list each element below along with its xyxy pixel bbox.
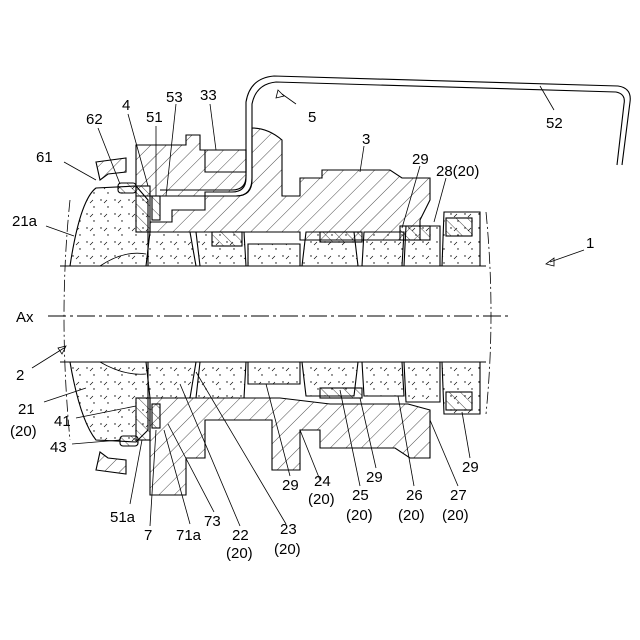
label-1: 1 bbox=[586, 235, 594, 252]
label-61: 61 bbox=[36, 149, 53, 166]
label-62: 62 bbox=[86, 111, 103, 128]
label-29-d: 29 bbox=[462, 459, 479, 476]
label-51a: 51a bbox=[110, 509, 136, 526]
label-4: 4 bbox=[122, 97, 130, 114]
label-29-top: 29 bbox=[412, 151, 429, 168]
label-22-20: (20) bbox=[226, 545, 253, 562]
label-2: 2 bbox=[16, 367, 24, 384]
label-3: 3 bbox=[362, 131, 370, 148]
label-22: 22 bbox=[232, 527, 249, 544]
label-51: 51 bbox=[146, 109, 163, 126]
label-23: 23 bbox=[280, 521, 297, 538]
label-26: 26 bbox=[406, 487, 423, 504]
label-33: 33 bbox=[200, 87, 217, 104]
label-21: 21 bbox=[18, 401, 35, 418]
label-5: 5 bbox=[308, 109, 316, 126]
label-21a: 21a bbox=[12, 213, 38, 230]
housing-3-upper bbox=[136, 128, 430, 240]
label-23-20: (20) bbox=[274, 541, 301, 558]
label-25: 25 bbox=[352, 487, 369, 504]
label-73: 73 bbox=[204, 513, 221, 530]
label-27: 27 bbox=[450, 487, 467, 504]
label-71a: 71a bbox=[176, 527, 202, 544]
label-25-20: (20) bbox=[346, 507, 373, 524]
label-ax: Ax bbox=[16, 309, 34, 326]
reference-labels: 61 62 4 53 51 33 5 52 3 29 28(20) 1 21a … bbox=[10, 87, 594, 562]
label-52: 52 bbox=[546, 115, 563, 132]
label-28-20: 28(20) bbox=[436, 163, 479, 180]
label-7: 7 bbox=[144, 527, 152, 544]
label-21-20: (20) bbox=[10, 423, 37, 440]
label-24-20: (20) bbox=[308, 491, 335, 508]
label-53: 53 bbox=[166, 89, 183, 106]
label-29-b: 29 bbox=[282, 477, 299, 494]
label-43: 43 bbox=[50, 439, 67, 456]
label-29-c: 29 bbox=[366, 469, 383, 486]
label-27-20: (20) bbox=[442, 507, 469, 524]
label-41: 41 bbox=[54, 413, 71, 430]
label-26-20: (20) bbox=[398, 507, 425, 524]
label-24: 24 bbox=[314, 473, 331, 490]
